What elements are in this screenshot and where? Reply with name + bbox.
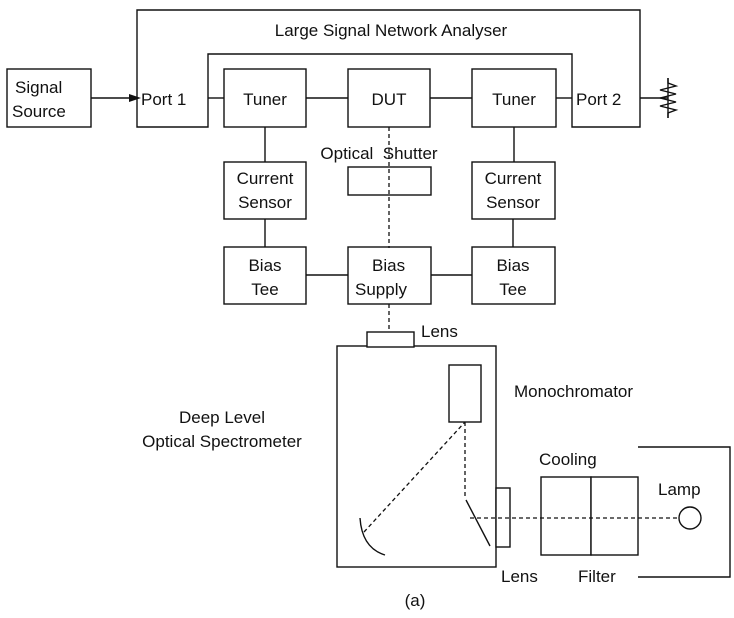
optical-shutter-label: Optical Shutter <box>320 144 438 163</box>
lamp-housing <box>638 446 731 578</box>
port2-label: Port 2 <box>576 90 621 109</box>
figure-caption: (a) <box>405 591 426 610</box>
current-sensor-left-line1: Current <box>237 169 294 188</box>
bias-tee-right-line2: Tee <box>499 280 526 299</box>
lens-bottom-label: Lens <box>501 567 538 586</box>
filter-label: Filter <box>578 567 616 586</box>
cooling-label: Cooling <box>539 450 597 469</box>
lamp-label: Lamp <box>658 480 701 499</box>
tuner-right-label: Tuner <box>492 90 536 109</box>
bias-supply-line1: Bias <box>372 256 405 275</box>
bias-tee-left-line2: Tee <box>251 280 278 299</box>
concave-mirror <box>359 517 386 556</box>
exit-slit-box <box>448 364 482 423</box>
current-sensor-right-line2: Sensor <box>486 193 540 212</box>
signal-source-label-line1: Signal <box>15 78 62 97</box>
current-sensor-left-line2: Sensor <box>238 193 292 212</box>
tuner-left-box <box>223 68 307 128</box>
source-to-port1-arrowhead <box>129 94 141 102</box>
dut-label: DUT <box>372 90 407 109</box>
current-sensor-right-line1: Current <box>485 169 542 188</box>
monochromator-label: Monochromator <box>514 382 633 401</box>
spectrometer-label-line1: Deep Level <box>179 408 265 427</box>
lens-side <box>495 487 511 548</box>
tuner-left-label: Tuner <box>243 90 287 109</box>
lsna-outline <box>136 9 641 128</box>
lamp-bulb-icon <box>678 506 702 530</box>
bias-supply-line2: Supply <box>355 280 407 299</box>
bias-tee-left-line1: Bias <box>248 256 281 275</box>
port1-label: Port 1 <box>141 90 186 109</box>
cooling-filter-right <box>590 476 639 556</box>
plane-mirror <box>465 499 491 547</box>
lens-top <box>366 331 415 348</box>
bias-tee-right-box <box>471 246 556 305</box>
cooling-filter-left <box>540 476 592 556</box>
spectrometer-label-line2: Optical Spectrometer <box>142 432 302 451</box>
lsna-title: Large Signal Network Analyser <box>275 21 508 40</box>
current-sensor-left-box <box>223 161 307 220</box>
load-resistor-icon <box>659 78 679 118</box>
optical-path-diagonal-1 <box>363 421 466 533</box>
lens-top-label: Lens <box>421 322 458 341</box>
signal-source-label-line2: Source <box>12 102 66 121</box>
bias-tee-right-line1: Bias <box>496 256 529 275</box>
